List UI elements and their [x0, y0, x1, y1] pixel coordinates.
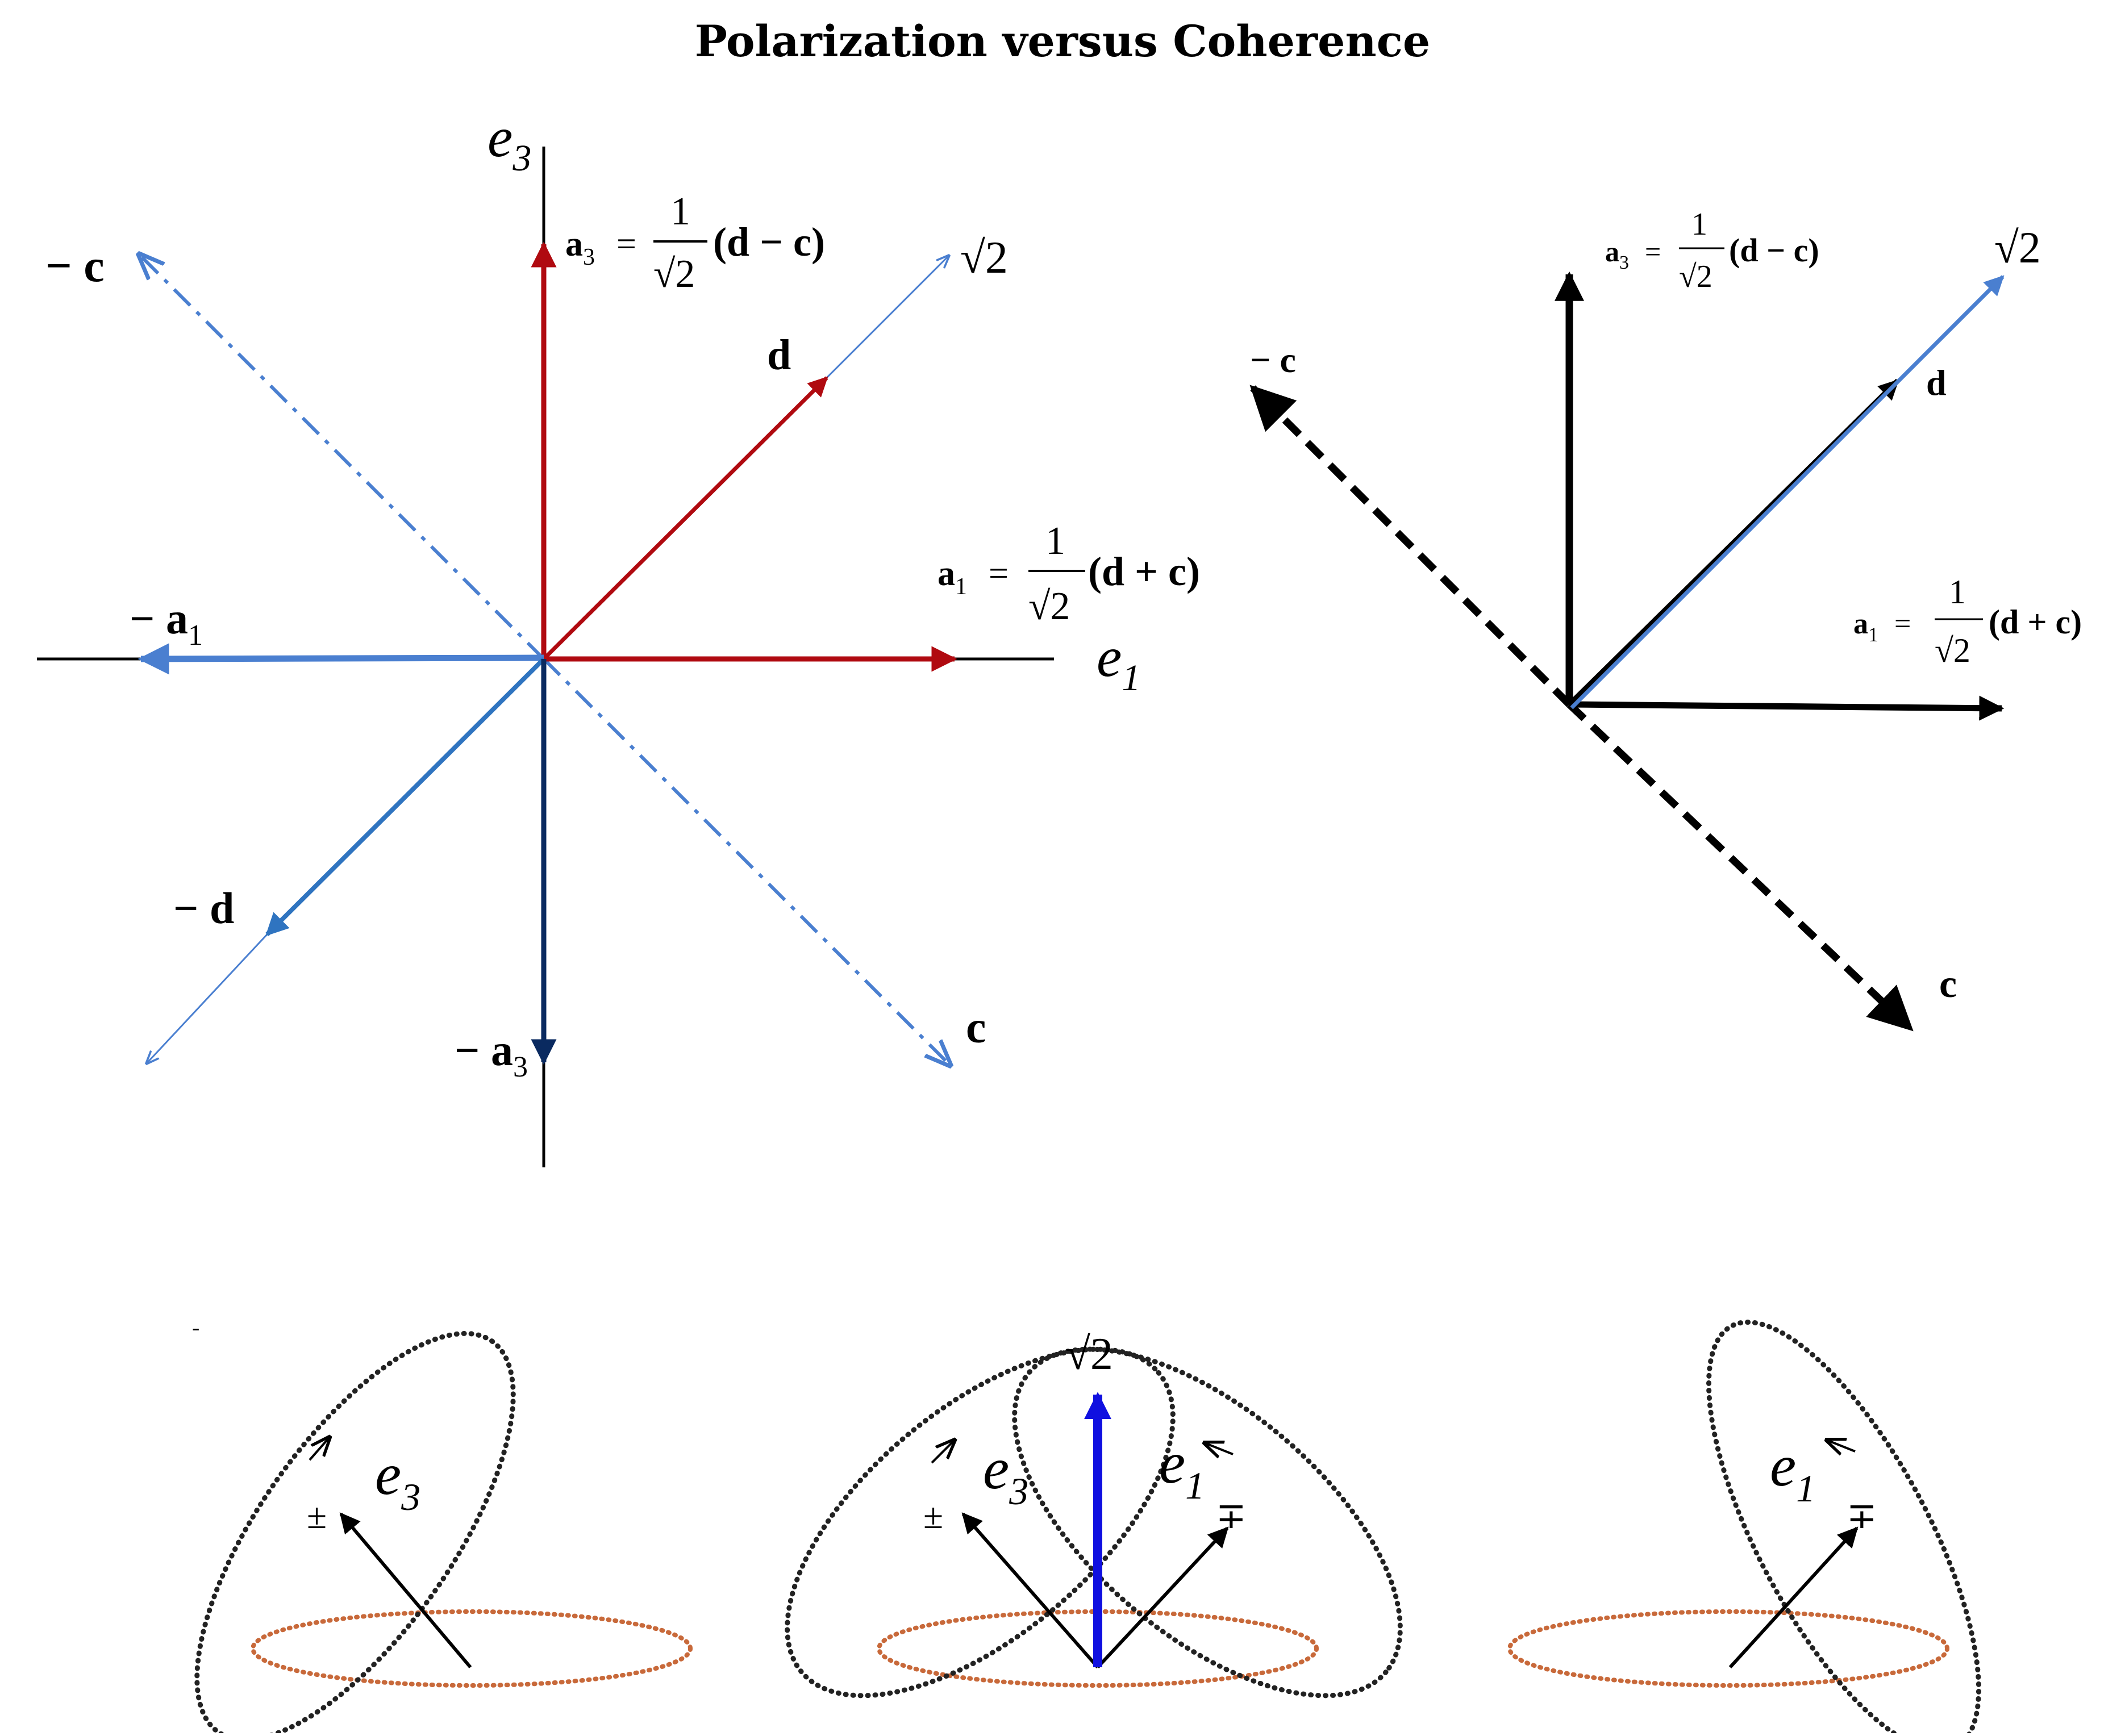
svg-text:=: = [1645, 236, 1661, 268]
right-neg-c-dashed-arrow [1249, 385, 1572, 707]
right-c-label: c [1939, 962, 1957, 1006]
left-neg-d-arrow [265, 657, 545, 936]
bottom-right-diagram: e1 ∓ [1507, 1320, 1982, 1736]
svg-text:(d − c): (d − c) [713, 219, 825, 265]
svg-text:(d − c): (d − c) [1729, 232, 1819, 269]
bottom-left-sign: ± [307, 1496, 327, 1536]
svg-text:(d + c): (d + c) [1088, 549, 1200, 594]
left-axis-e3-label: e3 [488, 106, 531, 179]
bottom-middle-left-rotation-ellipse [785, 1346, 1176, 1699]
svg-text:=: = [1894, 608, 1911, 640]
bottom-middle-left-vector [961, 1512, 1099, 1668]
bottom-middle-axis-right-label: e1 [1159, 1430, 1205, 1507]
bottom-right-axis-label: e1 [1770, 1433, 1815, 1510]
bottom-right-base-ellipse [1507, 1609, 1949, 1688]
bottom-middle-axis-left-label: e3 [983, 1436, 1028, 1513]
left-neg-a1-label: − a1 [130, 594, 203, 652]
left-neg-a1-arrow [138, 643, 544, 675]
bottom-left-base-ellipse [251, 1609, 693, 1688]
right-a1-formula: a1 = 1 √2 (d + c) [1853, 573, 2082, 669]
left-diagram: e3 e1 − c √2 d c − a1 − d − a3 a3 = 1 √2… [37, 106, 1200, 1167]
left-c-label: c [966, 1003, 986, 1053]
svg-text:√2: √2 [1028, 585, 1070, 628]
right-d-label: d [1926, 362, 1947, 403]
right-sqrt2-arrow [1570, 275, 2005, 710]
bottom-left-vector [339, 1512, 472, 1668]
right-a1-arrow [1569, 695, 2005, 721]
bottom-middle-left-arrowhead [931, 1440, 955, 1464]
bottom-middle-top-label: √2 [1065, 1329, 1113, 1379]
bottom-left-axis-label: e3 [375, 1442, 420, 1518]
bottom-left-rotation-ellipse [194, 1330, 516, 1736]
right-neg-c-label: − c [1250, 340, 1296, 380]
bottom-middle-sign-right: ∓ [1216, 1496, 1247, 1536]
svg-text:1: 1 [1949, 573, 1966, 611]
svg-text:a3: a3 [565, 225, 595, 270]
svg-text:1: 1 [1045, 519, 1065, 563]
bottom-middle-diagram: √2 e3 e1 ± ∓ [785, 1329, 1403, 1699]
left-neg-d-thin-line [147, 933, 268, 1063]
right-diagram: − c √2 d c a3 = 1 √2 (d − c) a1 = 1 √2 (… [1249, 207, 2082, 1032]
left-sqrt2-label: √2 [960, 233, 1008, 283]
bottom-stray-dash: - [192, 1314, 199, 1340]
svg-text:=: = [989, 554, 1009, 593]
left-neg-c-label: − c [45, 240, 105, 291]
left-d-arrow [542, 376, 828, 661]
svg-text:a1: a1 [1853, 608, 1878, 646]
bottom-right-sign: ∓ [1847, 1496, 1877, 1536]
bottom-left-diagram: e3 ± - [192, 1314, 693, 1736]
bottom-left-rotation-arrowhead [309, 1437, 330, 1461]
right-a3-formula: a3 = 1 √2 (d − c) [1605, 207, 1819, 294]
right-sqrt2-label: √2 [1994, 223, 2041, 272]
figure-title: Polarization versus Coherence [694, 16, 1431, 66]
bottom-right-rotation-arrowhead [1827, 1440, 1856, 1451]
bottom-middle-sign-left: ± [923, 1496, 943, 1536]
svg-text:1: 1 [1691, 207, 1707, 242]
bottom-middle-right-vector [1096, 1526, 1229, 1669]
left-a3-formula: a3 = 1 √2 (d − c) [565, 190, 825, 296]
left-neg-a3-label: − a3 [455, 1025, 528, 1083]
svg-text:=: = [616, 225, 636, 264]
svg-text:√2: √2 [1935, 632, 1970, 669]
svg-text:√2: √2 [1679, 259, 1713, 294]
svg-text:a1: a1 [938, 554, 967, 600]
bottom-right-vector [1728, 1526, 1859, 1669]
svg-text:√2: √2 [653, 252, 695, 296]
right-c-dashed-arrow [1566, 702, 1914, 1032]
left-neg-d-label: − d [173, 883, 234, 933]
svg-text:(d + c): (d + c) [1989, 603, 2082, 641]
left-c-dashdot-line [139, 254, 545, 661]
bottom-middle-right-rotation-ellipse [1012, 1346, 1403, 1699]
left-axis-e1-label: e1 [1097, 625, 1140, 699]
left-sqrt2-line [823, 256, 949, 382]
bottom-middle-right-arrowhead [1205, 1443, 1234, 1454]
left-a1-formula: a1 = 1 √2 (d + c) [938, 519, 1200, 628]
bottom-right-rotation-ellipse [1706, 1320, 1982, 1736]
svg-text:1: 1 [670, 190, 690, 233]
left-c-dashdot-line-lower [542, 657, 950, 1065]
left-d-label: d [767, 331, 791, 379]
svg-text:a3: a3 [1605, 236, 1629, 273]
